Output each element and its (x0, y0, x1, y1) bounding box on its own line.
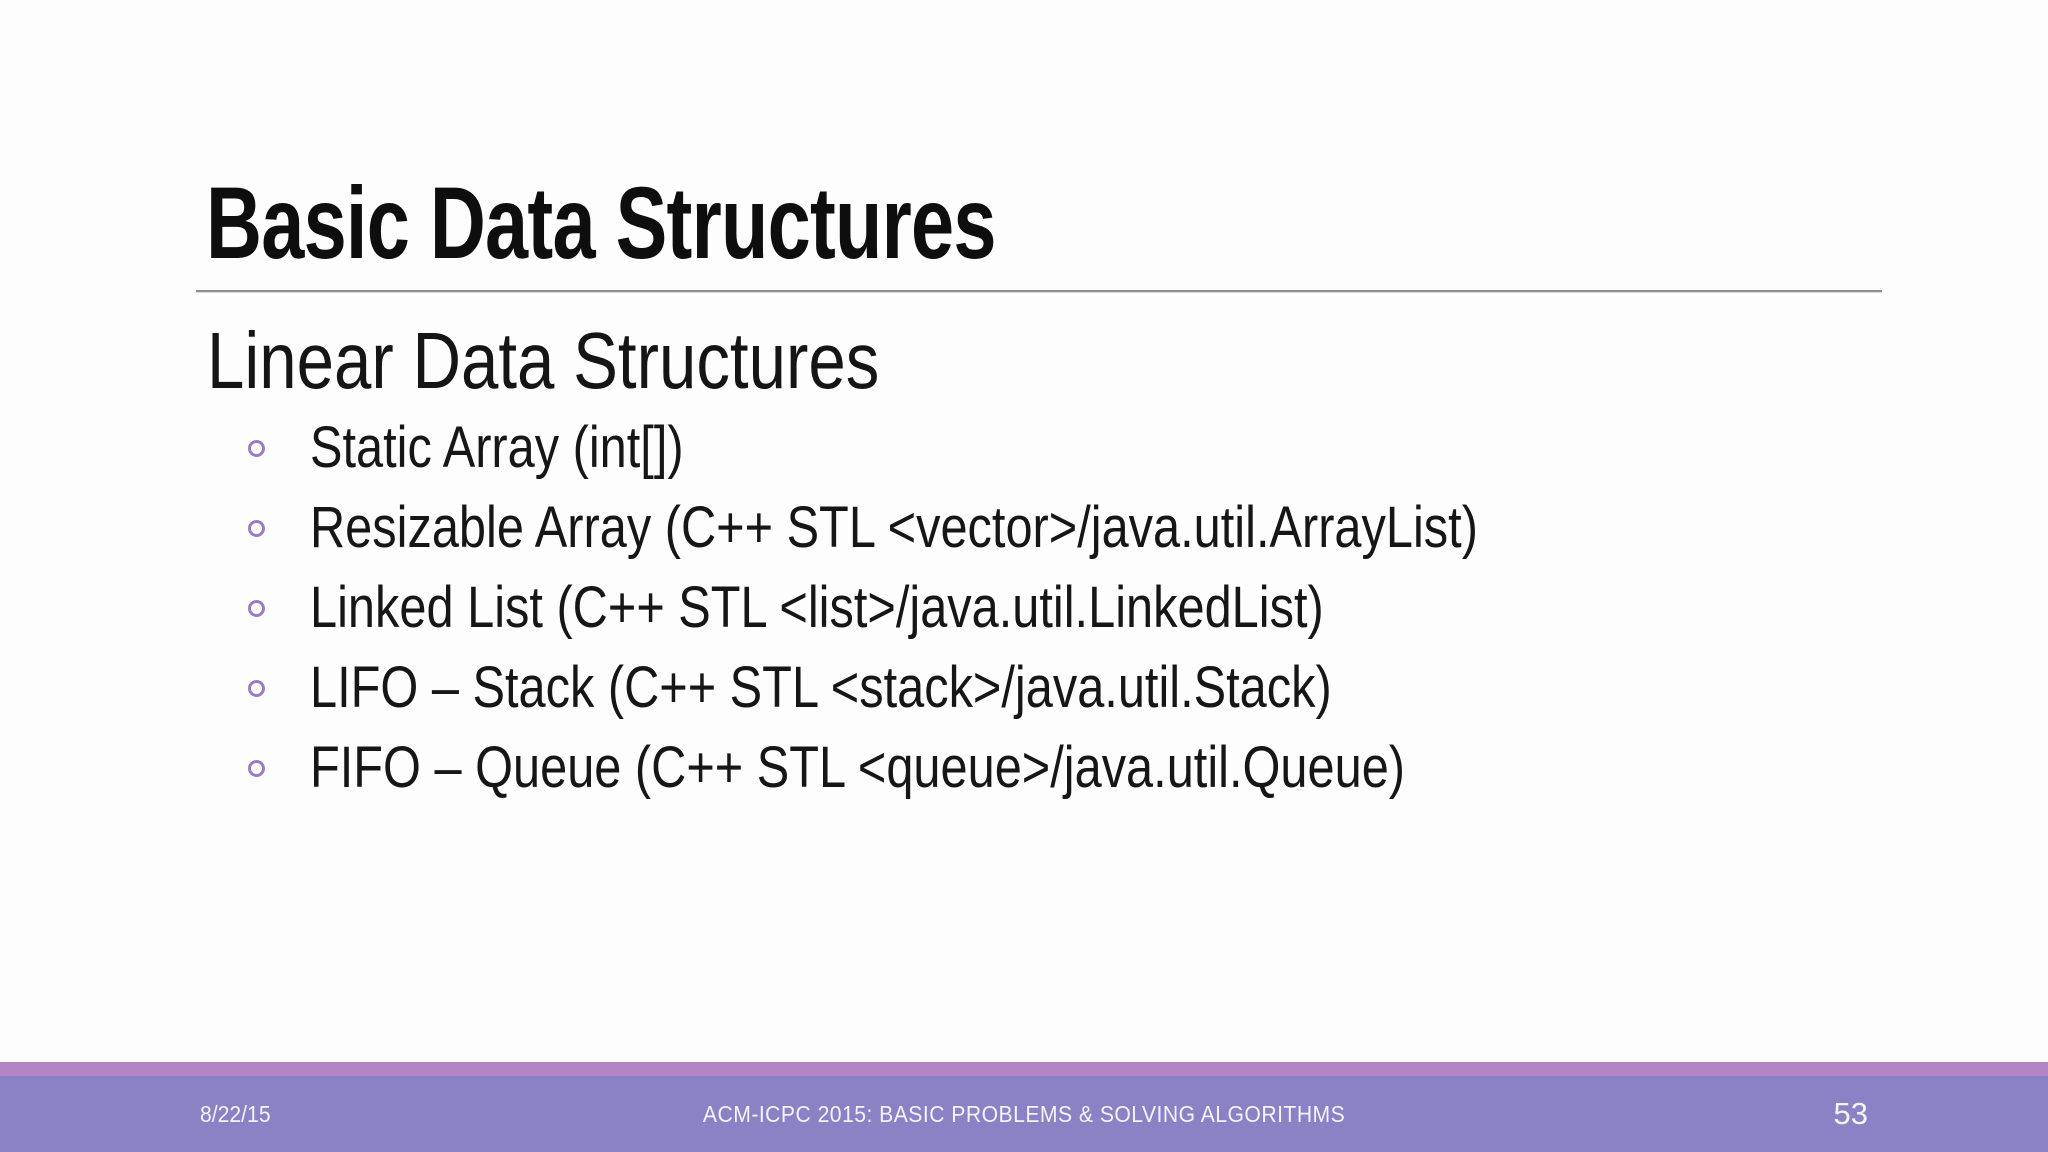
bullet-text: Static Array (int[]) (310, 415, 684, 480)
bullet-list: Static Array (int[]) Resizable Array (C+… (248, 408, 1700, 808)
title-divider (196, 290, 1882, 293)
list-item: Static Array (int[]) (248, 408, 1700, 488)
open-circle-bullet-icon (248, 520, 265, 537)
bullet-text: FIFO – Queue (C++ STL <queue>/java.util.… (310, 735, 1406, 800)
footer-accent-strip (0, 1062, 2048, 1076)
slide-subtitle: Linear Data Structures (207, 321, 1007, 401)
list-item: Resizable Array (C++ STL <vector>/java.u… (248, 488, 1700, 568)
open-circle-bullet-icon (248, 760, 265, 777)
bullet-text: LIFO – Stack (C++ STL <stack>/java.util.… (310, 655, 1332, 720)
list-item: Linked List (C++ STL <list>/java.util.Li… (248, 568, 1700, 648)
slide-title: Basic Data Structures (206, 172, 1245, 274)
footer-page-number: 53 (1833, 1096, 1868, 1131)
footer-event-title-text: ACM-ICPC 2015: BASIC PROBLEMS & SOLVING … (702, 1101, 1346, 1127)
open-circle-bullet-icon (248, 600, 265, 617)
footer-event-title: ACM-ICPC 2015: BASIC PROBLEMS & SOLVING … (0, 1076, 2048, 1152)
slide-title-text: Basic Data Structures (206, 166, 996, 280)
open-circle-bullet-icon (248, 440, 265, 457)
footer-date: 8/22/15 (200, 1101, 271, 1127)
open-circle-bullet-icon (248, 680, 265, 697)
footer-bar: 8/22/15 ACM-ICPC 2015: BASIC PROBLEMS & … (0, 1076, 2048, 1152)
slide-footer: 8/22/15 ACM-ICPC 2015: BASIC PROBLEMS & … (0, 1062, 2048, 1152)
slide-subtitle-text: Linear Data Structures (207, 316, 880, 405)
bullet-text: Linked List (C++ STL <list>/java.util.Li… (310, 575, 1324, 640)
bullet-text: Resizable Array (C++ STL <vector>/java.u… (310, 495, 1478, 560)
list-item: LIFO – Stack (C++ STL <stack>/java.util.… (248, 648, 1700, 728)
list-item: FIFO – Queue (C++ STL <queue>/java.util.… (248, 728, 1700, 808)
